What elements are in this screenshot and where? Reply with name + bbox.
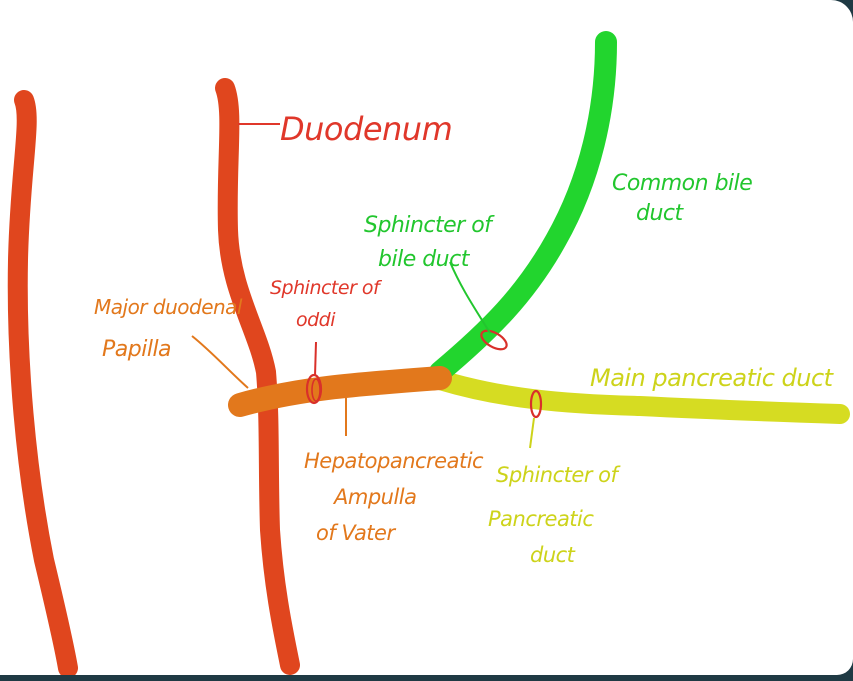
- duodenum-label: Duodenum: [280, 110, 452, 148]
- hepatopancreatic-ampulla-label-line3: of Vater: [316, 521, 396, 545]
- sphincter-of-oddi-ring: [305, 373, 323, 405]
- sphincter-of-oddi-leader-line: [314, 341, 317, 377]
- hepatopancreatic-ampulla: [228, 366, 452, 417]
- main-pancreatic-duct-label: Main pancreatic duct: [590, 364, 835, 392]
- common-bile-duct-label-line2: duct: [636, 201, 685, 226]
- duodenum-right-wall: [215, 78, 300, 675]
- sphincter-of-bile-duct-label-line2: bile duct: [378, 247, 471, 272]
- sphincter-of-pancreatic-duct-ring: [529, 389, 543, 419]
- sphincter-of-oddi-label-line1: Sphincter of: [270, 277, 383, 299]
- hepatopancreatic-ampulla-label-line2: Ampulla: [332, 485, 417, 509]
- main-pancreatic-duct: [430, 370, 850, 424]
- papilla-leader-line: [191, 335, 249, 389]
- common-bile-duct: [429, 31, 617, 383]
- sphincter-of-pancreatic-duct-label-line1: Sphincter of: [496, 463, 621, 487]
- sphincter-of-pancreatic-duct-label-line2: Pancreatic: [488, 507, 594, 531]
- sphincter-of-bile-duct-ring: [480, 329, 508, 351]
- sphincter-of-oddi-ring-inner: [311, 378, 321, 402]
- common-bile-duct-label-line1: Common bile: [612, 171, 752, 196]
- sphincter-of-bile-duct-label-line1: Sphincter of: [364, 213, 495, 238]
- bile-sphincter-leader-line: [449, 261, 491, 334]
- sphincter-of-pancreatic-duct-label-line3: duct: [530, 543, 576, 567]
- duodenum-left-wall: [7, 90, 78, 675]
- pancreatic-sphincter-leader-line: [529, 417, 535, 449]
- hepatopancreatic-ampulla-label-line1: Hepatopancreatic: [304, 449, 484, 473]
- major-duodenal-papilla-label-line1: Major duodenal: [94, 295, 243, 319]
- sphincter-of-oddi-label-line2: oddi: [296, 309, 336, 331]
- major-duodenal-papilla-label-line2: Papilla: [102, 337, 171, 362]
